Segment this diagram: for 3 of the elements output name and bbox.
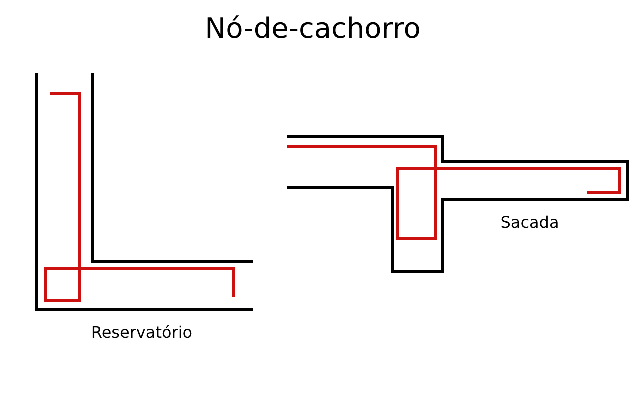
part-label: Reservatório: [91, 323, 193, 342]
title: Nó-de-cachorro: [204, 12, 422, 45]
part-label: Sacada: [500, 213, 560, 232]
